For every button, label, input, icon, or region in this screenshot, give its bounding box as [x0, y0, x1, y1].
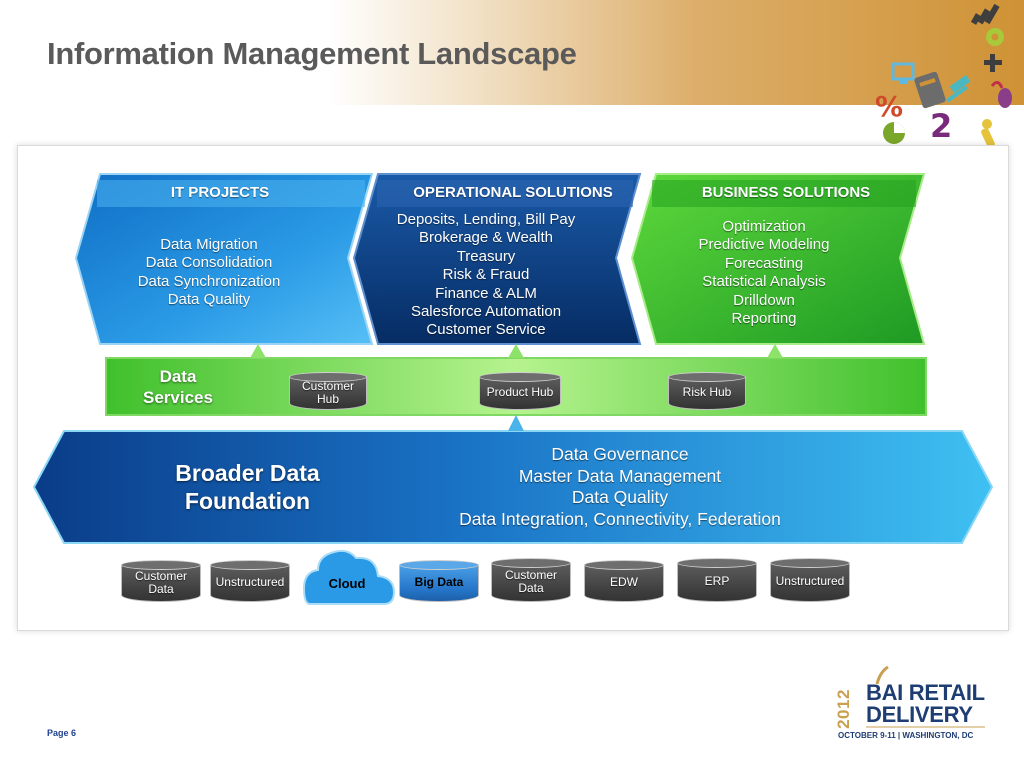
it-projects-header: IT PROJECTS [170, 184, 270, 201]
list-item: Data Quality [571, 487, 669, 507]
operational-solutions-chevron [352, 173, 642, 345]
list-item: Data Governance [551, 444, 689, 464]
logo-line-2: DELIVERY [866, 702, 973, 727]
cylinder-label: EDW [610, 575, 638, 589]
mouse-icon [990, 81, 1012, 108]
pie-chart-icon [883, 122, 905, 144]
gear-icon [986, 28, 1004, 46]
business-solutions-header: BUSINESS SOLUTIONS [701, 184, 871, 201]
customer-hub-cylinder: Customer Hub [289, 372, 367, 410]
cylinder-label: Customer Data [135, 568, 188, 596]
decorative-icons: % 2 [875, 3, 1012, 148]
source-cylinder-big-data: Big Data [399, 560, 479, 602]
list-item: Forecasting [724, 254, 804, 272]
person-icon [981, 119, 995, 148]
list-item: Drilldown [733, 291, 795, 309]
list-item: Treasury [456, 247, 516, 265]
operational-solutions-list: Deposits, Lending, Bill Pay Brokerage & … [370, 211, 602, 340]
list-item: Optimization [722, 218, 806, 235]
logo-dates: OCTOBER 9-11 | WASHINGTON, DC [838, 731, 974, 740]
title-banner [0, 0, 1024, 105]
list-item: Customer Service [426, 321, 546, 339]
cylinder-label: Customer Data [505, 567, 558, 595]
cylinder-label: ERP [704, 574, 730, 588]
list-item: Deposits, Lending, Bill Pay [396, 211, 576, 228]
svg-text:%: % [875, 90, 903, 123]
list-item: Data Quality [167, 291, 251, 309]
monitor-icon [891, 62, 915, 84]
cylinder-label: Big Data [414, 575, 464, 589]
broader-data-foundation-arrow [32, 430, 994, 544]
bf-connector [508, 415, 524, 431]
bar-chart-icon [970, 3, 1000, 25]
list-item: Data Synchronization [137, 272, 281, 290]
cylinder-label: Product Hub [486, 385, 554, 399]
diagram-shapes [32, 173, 994, 605]
risk-hub-cylinder: Risk Hub [668, 372, 746, 410]
cloud-label: Cloud [328, 576, 366, 591]
list-item: Master Data Management [518, 465, 722, 486]
broader-data-foundation-list: Data Governance Master Data Management D… [400, 444, 840, 530]
list-item: Reporting [731, 310, 797, 328]
business-solutions-header-bar [652, 180, 916, 207]
source-cylinder-customer-data-2: Customer Data [491, 558, 571, 602]
svg-text:2: 2 [930, 107, 952, 145]
source-cylinder-edw: EDW [584, 560, 664, 602]
card-icon [914, 71, 946, 109]
operational-solutions-header: OPERATIONAL SOLUTIONS [413, 184, 613, 201]
list-item: Salesforce Automation [410, 303, 562, 321]
source-cylinder-erp: ERP [677, 558, 757, 602]
business-solutions-chevron [630, 173, 926, 345]
list-item: Data Migration [160, 236, 258, 253]
cylinder-label: Unstructured [215, 575, 285, 589]
list-item: Brokerage & Wealth [419, 229, 553, 247]
page-number: Page 6 [47, 728, 77, 738]
ds-connector-3 [767, 344, 783, 358]
cylinder-label: Risk Hub [682, 385, 732, 399]
ds-connector-2 [508, 344, 524, 358]
it-projects-header-bar [97, 180, 365, 207]
ds-connector-1 [250, 344, 266, 358]
logo-year: 2012 [832, 684, 862, 734]
cylinder-label: Unstructured [775, 574, 845, 588]
source-cylinder-customer-data: Customer Data [121, 560, 201, 602]
gavel-icon [946, 74, 971, 103]
list-item: Data Consolidation [145, 254, 273, 272]
business-solutions-list: Optimization Predictive Modeling Forecas… [664, 218, 864, 328]
it-projects-list: Data Migration Data Consolidation Data S… [104, 236, 314, 310]
source-cylinder-unstructured-2: Unstructured [770, 558, 850, 602]
list-item: Statistical Analysis [702, 273, 826, 291]
number-icon: 2 [930, 107, 952, 145]
logo-year-text: 2012 [833, 689, 853, 729]
it-projects-chevron [74, 173, 374, 345]
operational-solutions-header-bar [377, 180, 633, 207]
cloud-icon [302, 549, 396, 605]
page-title: Information Management Landscape [47, 36, 577, 71]
product-hub-cylinder: Product Hub [479, 372, 561, 410]
plus-icon [984, 54, 1002, 72]
list-item: Data Integration, Connectivity, Federati… [459, 508, 781, 529]
list-item: Risk & Fraud [442, 266, 530, 284]
broader-data-foundation-title: Broader Data Foundation [175, 460, 320, 514]
list-item: Predictive Modeling [698, 236, 830, 254]
percent-icon: % [875, 90, 903, 123]
data-services-label: Data Services [143, 367, 213, 407]
logo-line-1: BAI RETAIL [866, 680, 985, 705]
source-cylinder-unstructured: Unstructured [210, 560, 290, 602]
cylinder-label: Customer Hub [301, 378, 354, 406]
list-item: Finance & ALM [435, 284, 537, 302]
